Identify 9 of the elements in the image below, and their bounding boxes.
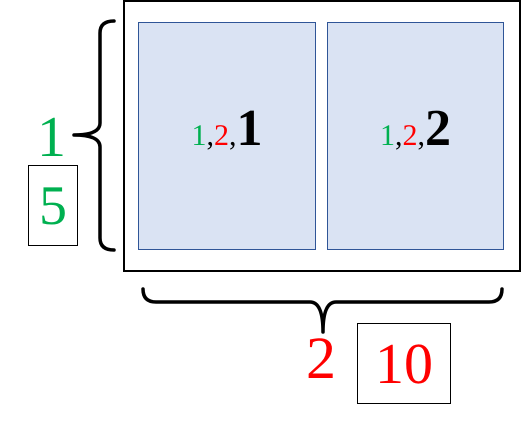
brace-label: 2: [306, 328, 336, 388]
panel: [327, 22, 504, 250]
framed-number: 5: [28, 165, 78, 246]
outer-frame: [123, 0, 521, 272]
framed-number: 10: [357, 323, 451, 404]
panel: [138, 22, 316, 250]
panel-label: 1,2,2: [380, 103, 451, 159]
brace-label: 1: [37, 108, 66, 166]
panel-label: 1,2,1: [192, 103, 262, 159]
